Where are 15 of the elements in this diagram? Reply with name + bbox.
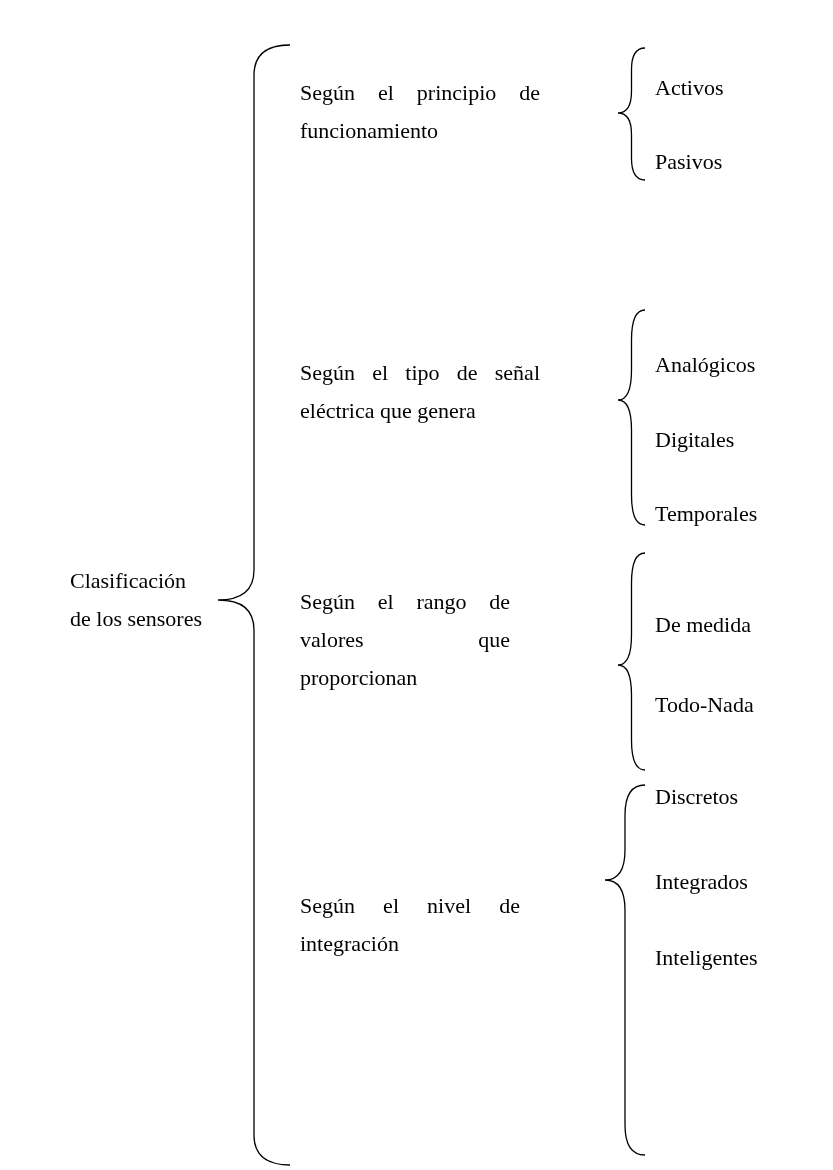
criterion-label: Según el nivel de integración [300, 887, 520, 963]
criterion-label: Según el principio de funcionamiento [300, 74, 540, 150]
type-label: Analógicos [655, 346, 805, 384]
type-label: Digitales [655, 421, 805, 459]
type-label: De medida [655, 606, 805, 644]
criterion-label: Según el rango de valores que proporcionan [300, 583, 510, 697]
type-label: Todo-Nada [655, 686, 805, 724]
type-label: Discretos [655, 778, 805, 816]
type-label: Temporales [655, 495, 805, 533]
criterion-label: Según el tipo de señal eléctrica que genera [300, 354, 540, 430]
root-label: Clasificación de los sensores [70, 562, 205, 638]
type-label: Activos [655, 69, 785, 107]
type-label: Integrados [655, 863, 805, 901]
type-label: Inteligentes [655, 939, 805, 977]
type-label: Pasivos [655, 143, 785, 181]
